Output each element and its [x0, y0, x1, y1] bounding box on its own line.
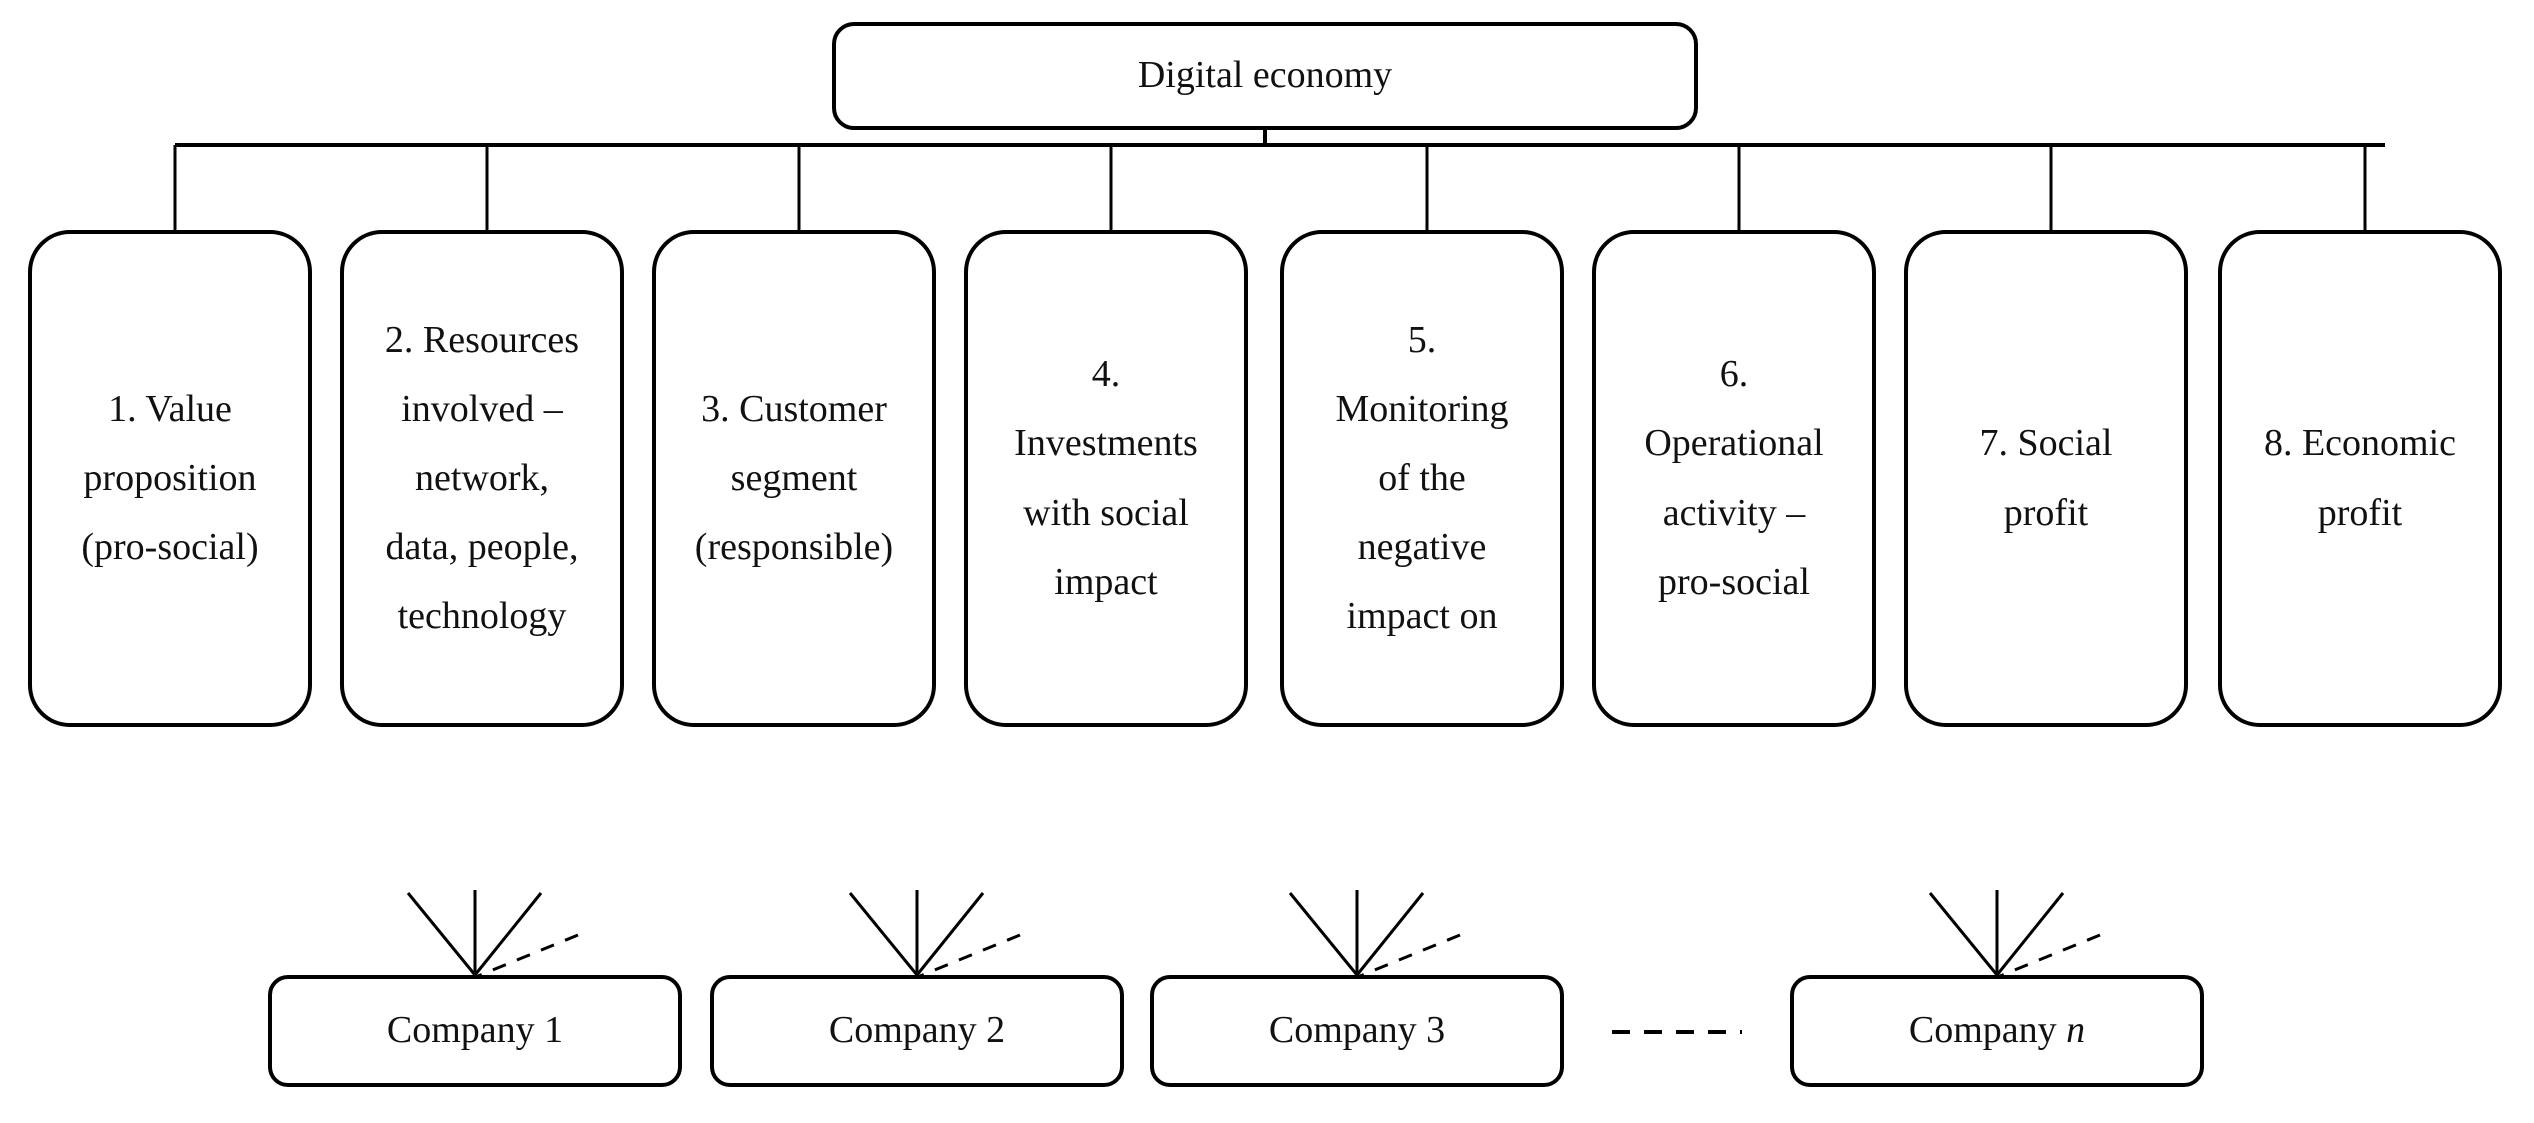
pillar-node-customer-segment[interactable]: 3. Customer segment (responsible) — [652, 230, 936, 727]
pillar-node-label: 8. Economic profit — [2263, 422, 2457, 534]
pillar-node-label: 1. Value proposition (pro-social) — [81, 387, 259, 569]
company-node-1[interactable]: Company 1 — [268, 975, 682, 1087]
fan-dashed-line — [1999, 933, 2101, 978]
fan-left-line — [1928, 892, 1999, 976]
fan-right-line — [1355, 892, 1425, 976]
fan-left-line — [848, 892, 919, 976]
pillar-node-monitoring-negative-impact[interactable]: 5. Monitoring of the negative impact on — [1280, 230, 1564, 727]
company-node-label-variable: n — [2066, 1009, 2086, 1052]
company-3-fan — [1288, 890, 1461, 978]
pillar-node-investments-social-impact[interactable]: 4. Investments with social impact — [964, 230, 1248, 727]
company-node-label-text: Company — [1908, 1009, 2067, 1052]
pillar-node-resources-involved[interactable]: 2. Resources involved – network, data, p… — [340, 230, 624, 727]
pillar-node-social-profit[interactable]: 7. Social profit — [1904, 230, 2188, 727]
fan-right-line — [915, 892, 985, 976]
company-node-label: Company 2 — [828, 1009, 1006, 1052]
pillar-node-operational-activity[interactable]: 6. Operational activity – pro-social — [1592, 230, 1876, 727]
company-node-3[interactable]: Company 3 — [1150, 975, 1564, 1087]
company-node-label: Company 1 — [386, 1009, 564, 1052]
root-node-digital-economy[interactable]: Digital economy — [832, 22, 1698, 130]
company-1-fan — [406, 890, 579, 978]
company-n-fan — [1928, 890, 2101, 978]
fan-right-line — [1995, 892, 2065, 976]
fan-dashed-line — [1359, 933, 1461, 978]
pillar-node-label: 2. Resources involved – network, data, p… — [384, 318, 580, 638]
fan-right-line — [473, 892, 543, 976]
fan-dashed-line — [477, 933, 579, 978]
fan-dashed-line — [919, 933, 1021, 978]
company-2-fan — [848, 890, 1021, 978]
fan-left-line — [406, 892, 477, 976]
pillar-node-label: 5. Monitoring of the negative impact on — [1335, 318, 1509, 638]
pillar-node-label: 7. Social profit — [1979, 422, 2113, 534]
root-node-label: Digital economy — [1137, 54, 1393, 97]
pillar-node-economic-profit[interactable]: 8. Economic profit — [2218, 230, 2502, 727]
pillar-node-value-proposition[interactable]: 1. Value proposition (pro-social) — [28, 230, 312, 727]
company-node-label: Company n — [1909, 1008, 2085, 1054]
pillar-node-label: 3. Customer segment (responsible) — [694, 387, 894, 569]
company-node-2[interactable]: Company 2 — [710, 975, 1124, 1087]
company-node-n[interactable]: Company n — [1790, 975, 2204, 1087]
company-node-label: Company 3 — [1268, 1009, 1446, 1052]
pillar-node-label: 4. Investments with social impact — [1014, 353, 1198, 603]
pillar-node-label: 6. Operational activity – pro-social — [1644, 353, 1824, 603]
fan-left-line — [1288, 892, 1359, 976]
